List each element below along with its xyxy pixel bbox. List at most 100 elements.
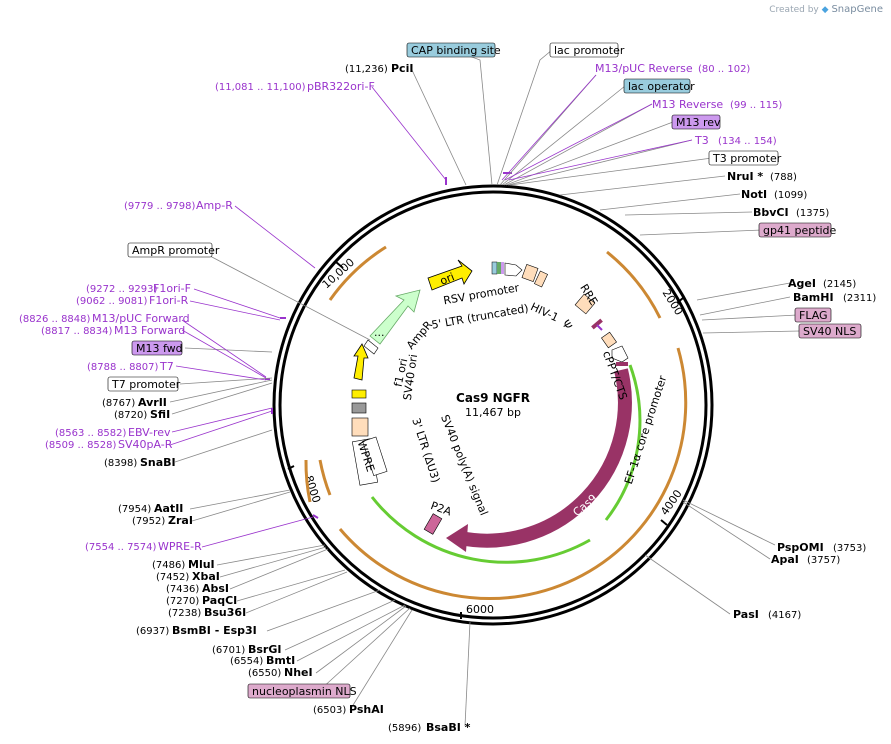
gp41-text: gp41 peptide [763, 224, 837, 237]
wpre-r-pos: (7554 .. 7574) [85, 542, 157, 553]
amp-r-text: Amp-R [196, 199, 233, 212]
label-sfii[interactable]: (8720) SfiI [114, 408, 170, 421]
cas9-arc [458, 368, 632, 548]
label-bmti[interactable]: (6554) BmtI [230, 654, 295, 667]
pcii-pos: (11,236) [345, 64, 388, 75]
credit-text: Created by [769, 5, 819, 15]
cap-binding-box [406, 42, 496, 58]
ltr3-label: 3' LTR (ΔU3) [409, 416, 442, 484]
snabi-text: SnaBI [140, 456, 176, 469]
label-m13-puc-reverse[interactable]: M13/pUC Reverse (80 .. 102) [595, 62, 750, 75]
m13-puc-forward-text: M13/pUC Forward [92, 312, 190, 325]
label-aatii[interactable]: (7954) AatII [118, 502, 183, 515]
label-nucleoplasmin-nls[interactable]: nucleoplasmin NLS [247, 683, 357, 699]
label-t7-promoter[interactable]: T7 promoter [107, 376, 181, 392]
t7-promoter-text: T7 promoter [111, 378, 181, 391]
lac-promoter-box [549, 42, 619, 58]
ef1a-promoter-arrow [611, 345, 629, 363]
label-cap-binding[interactable]: CAP binding site [406, 42, 501, 58]
label-bsu36i[interactable]: (7238) Bsu36I [168, 606, 246, 619]
label-paqci[interactable]: (7270) PaqCI [166, 594, 237, 607]
label-m13-puc-forward[interactable]: (8826 .. 8848) M13/pUC Forward [19, 312, 190, 325]
bsabi-text: BsaBI * [426, 721, 471, 734]
label-t3[interactable]: T3 (134 .. 154) [694, 134, 777, 147]
label-sv40-nls[interactable]: SV40 NLS [798, 323, 862, 339]
label-ebv-rev[interactable]: (8563 .. 8582) EBV-rev [55, 426, 171, 439]
m13-forward-text: M13 Forward [114, 324, 185, 337]
absi-text: AbsI [202, 582, 229, 595]
label-xbai[interactable]: (7452) XbaI [156, 570, 220, 583]
mlui-pos: (7486) [152, 560, 185, 571]
label-snabi[interactable]: (8398) SnaBI [104, 456, 176, 469]
pasi-pos: (4167) [768, 610, 801, 621]
label-bsmbi-esp3i[interactable]: (6937) BsmBI - Esp3I [136, 624, 257, 637]
bamhi-text: BamHI [793, 291, 834, 304]
label-m13-reverse[interactable]: M13 Reverse (99 .. 115) [652, 98, 782, 111]
label-t3-promoter[interactable]: T3 promoter [708, 150, 782, 166]
pasi-text: PasI [733, 608, 759, 621]
m13-fwd-text: M13 fwd [136, 342, 183, 355]
label-m13-fwd[interactable]: M13 fwd [131, 340, 183, 356]
label-m13-rev[interactable]: M13 rev [671, 114, 721, 130]
sv40-polya-marker [351, 417, 369, 437]
label-pspomi[interactable]: PspOMI (3753) [777, 541, 866, 554]
bbvci-text: BbvCI [753, 206, 789, 219]
label-f1ori-r[interactable]: (9062 .. 9081) F1ori-R [76, 294, 189, 307]
sv40-ori-label: SV40 ori [401, 353, 420, 401]
label-lac-promoter[interactable]: lac promoter [549, 42, 625, 58]
label-wpre-r[interactable]: (7554 .. 7574) WPRE-R [85, 540, 202, 553]
ef1a-arc [604, 364, 642, 521]
label-sv40pa-r[interactable]: (8509 .. 8528) SV40pA-R [45, 438, 173, 451]
label-pasi[interactable]: PasI (4167) [733, 608, 801, 621]
label-avrii[interactable]: (8767) AvrII [102, 396, 167, 409]
label-pbr322ori-f[interactable]: (11,081 .. 11,100) pBR322ori-F [215, 80, 375, 93]
label-agei[interactable]: AgeI (2145) [788, 277, 856, 290]
backbone-inner [278, 190, 708, 620]
label-flag[interactable]: FLAG [794, 307, 832, 323]
pcii-text: PciI [391, 62, 413, 75]
t3-pos: (134 .. 154) [718, 136, 777, 147]
absi-pos: (7436) [166, 584, 199, 595]
label-zrai[interactable]: (7952) ZraI [132, 514, 193, 527]
apai-text: ApaI [771, 553, 799, 566]
label-f1ori-f[interactable]: (9272 .. 9293) F1ori-F [86, 282, 191, 295]
label-gp41[interactable]: gp41 peptide [758, 222, 837, 238]
sv40-nls-box [798, 323, 862, 339]
label-pshai[interactable]: (6503) PshAI [313, 703, 384, 716]
snapgene-logo-icon: ◆ [821, 5, 829, 15]
apai-pos: (3757) [807, 555, 840, 566]
label-bsrgi[interactable]: (6701) BsrGI [212, 643, 281, 656]
rsv-promoter-label: RSV promoter [442, 281, 520, 307]
label-ampr-promoter[interactable]: AmpR promoter [127, 242, 220, 258]
ampr-promoter-dots: ... [374, 326, 385, 339]
paqci-text: PaqCI [202, 594, 237, 607]
pspomi-text: PspOMI [777, 541, 824, 554]
m13-puc-reverse-text: M13/pUC Reverse [595, 62, 693, 75]
leader-lines-right-primers [501, 74, 693, 181]
label-bsabi[interactable]: (5896) BsaBI * [388, 721, 471, 734]
label-amp-r[interactable]: (9779 .. 9798) Amp-R [124, 199, 233, 212]
xbai-text: XbaI [192, 570, 220, 583]
t3-promoter-box [708, 150, 779, 166]
label-bbvci[interactable]: BbvCI (1375) [753, 206, 829, 219]
label-mlui[interactable]: (7486) MluI [152, 558, 215, 571]
label-apai[interactable]: ApaI (3757) [771, 553, 840, 566]
flag-box [794, 307, 832, 323]
label-pcii[interactable]: (11,236) PciI [345, 62, 413, 75]
aatii-text: AatII [154, 502, 183, 515]
orf-arc-left-small [304, 459, 312, 503]
ori-arrow [427, 259, 473, 291]
label-nhei[interactable]: (6550) NheI [248, 666, 313, 679]
label-nrui[interactable]: NruI * (788) [727, 170, 797, 183]
label-lac-operator[interactable]: lac operator [623, 78, 695, 94]
label-m13-forward[interactable]: (8817 .. 8834) M13 Forward [41, 324, 185, 337]
label-t7[interactable]: (8788 .. 8807) T7 [87, 360, 174, 373]
bmti-pos: (6554) [230, 656, 263, 667]
bamhi-pos: (2311) [843, 293, 876, 304]
plasmid-size: 11,467 bp [465, 406, 521, 419]
label-bamhi[interactable]: BamHI (2311) [793, 291, 876, 304]
label-absi[interactable]: (7436) AbsI [166, 582, 229, 595]
label-noti[interactable]: NotI (1099) [741, 188, 807, 201]
wpre-r-text: WPRE-R [158, 540, 202, 553]
ampr-promoter-arrow [363, 339, 379, 355]
